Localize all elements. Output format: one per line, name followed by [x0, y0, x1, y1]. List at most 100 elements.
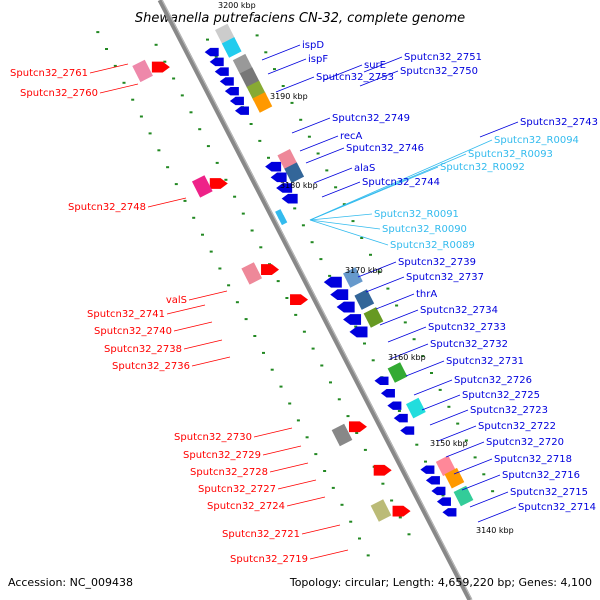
forward-gene-label: Sputcn32_2721 [222, 529, 300, 540]
gc-dot [311, 347, 315, 350]
reverse-gene-label: recA [340, 131, 363, 142]
rna-label-leader [309, 219, 389, 246]
rna-gene-label: Sputcn32_R0091 [374, 209, 459, 220]
genome-backbone [157, 0, 473, 600]
gc-dot [96, 31, 100, 34]
gc-dot [294, 313, 298, 316]
kbp-tick-label: 3150 kbp [430, 439, 468, 448]
gc-dot [354, 325, 358, 328]
forward-label-leader [173, 321, 213, 332]
rna-gene-label: Sputcn32_R0094 [494, 135, 579, 146]
gc-dot [131, 98, 135, 101]
gc-dot [441, 494, 445, 497]
forward-label-leader [99, 83, 139, 94]
gc-dot [340, 503, 344, 506]
gc-dot [363, 342, 366, 345]
reverse-label-leader [405, 360, 445, 377]
rna-gene-block [278, 215, 288, 226]
reverse-gene-label: Sputcn32_2749 [332, 113, 410, 124]
forward-gene-label: Sputcn32_2761 [10, 68, 88, 79]
reverse-label-leader [389, 343, 429, 360]
reverse-gene-arrow [229, 96, 244, 106]
forward-gene-label: Sputcn32_2760 [20, 88, 98, 99]
gc-dot [346, 415, 350, 418]
forward-label-leader [166, 304, 206, 315]
gc-dot [371, 359, 375, 362]
reverse-label-leader [375, 293, 415, 310]
rna-label-leader [309, 219, 381, 230]
reverse-gene-label: Sputcn32_2743 [520, 117, 598, 128]
gc-dot [299, 118, 303, 121]
reverse-gene-label: Sputcn32_2737 [406, 272, 484, 283]
reverse-gene-arrow [442, 508, 457, 517]
cog-gene-block [284, 162, 305, 184]
forward-gene-label: Sputcn32_2748 [68, 202, 146, 213]
gc-dot [337, 398, 341, 401]
gc-dot [183, 199, 187, 202]
reverse-gene-arrow [336, 301, 355, 313]
gc-dot [250, 229, 254, 232]
map-title: Shewanella putrefaciens CN-32, complete … [135, 11, 465, 26]
gc-dot [288, 402, 292, 405]
genome-stats-label: Topology: circular; Length: 4,659,220 bp… [289, 576, 592, 589]
gc-dot [320, 364, 324, 367]
forward-label-leader [191, 356, 231, 367]
reverse-gene-label: Sputcn32_2746 [346, 143, 424, 154]
reverse-label-leader [321, 181, 361, 198]
gc-dot [301, 224, 305, 227]
reverse-label-leader [363, 56, 403, 73]
forward-label-leader [309, 549, 349, 560]
reverse-gene-label: Sputcn32_2733 [428, 322, 506, 333]
gc-dot [473, 456, 477, 459]
reverse-label-leader [445, 441, 485, 458]
reverse-gene-label: Sputcn32_2751 [404, 52, 482, 63]
reverse-gene-label: Sputcn32_2725 [462, 390, 540, 401]
gc-dot [438, 388, 442, 391]
forward-label-leader [286, 496, 326, 507]
reverse-label-leader [357, 261, 397, 278]
reverse-gene-arrow [349, 326, 368, 338]
forward-gene-label: Sputcn32_2727 [198, 484, 276, 495]
gene-features [132, 23, 474, 522]
reverse-label-leader [291, 117, 331, 134]
kbp-tick-label: 3140 kbp [476, 526, 514, 535]
forward-gene-block [191, 175, 213, 198]
gc-dot [323, 470, 327, 472]
gc-dot [390, 499, 394, 502]
accession-label: Accession: NC_009438 [8, 576, 133, 589]
reverse-label-leader [275, 76, 315, 93]
rna-label-leader [309, 139, 493, 221]
gc-dot [342, 203, 346, 206]
reverse-gene-label: thrA [416, 289, 437, 300]
forward-gene-arrow [373, 464, 392, 476]
gc-dot [464, 439, 468, 442]
reverse-gene-label: Sputcn32_2732 [430, 339, 508, 350]
gc-dot [302, 330, 306, 333]
kbp-tick-label: 3180 kbp [280, 181, 318, 190]
gc-dot [305, 436, 309, 439]
gc-dot [482, 473, 486, 476]
reverse-gene-arrow [204, 47, 219, 57]
reverse-gene-arrow [387, 401, 402, 410]
forward-gene-label: valS [166, 295, 187, 306]
gc-dot [154, 43, 158, 46]
rna-gene-label: Sputcn32_R0093 [468, 149, 553, 160]
gc-dot [157, 149, 161, 152]
reverse-label-leader [323, 64, 363, 81]
reverse-gene-label: Sputcn32_2739 [398, 257, 476, 268]
gc-dot [255, 34, 259, 37]
gc-dot [270, 368, 274, 371]
gc-dot [329, 381, 332, 384]
gc-dot [363, 448, 367, 451]
forward-gene-label: Sputcn32_2729 [183, 450, 261, 461]
reverse-label-leader [261, 44, 301, 61]
forward-gene-label: Sputcn32_2738 [104, 344, 182, 355]
forward-label-leader [253, 427, 293, 438]
cog-gene-block [363, 307, 384, 328]
gc-dot [122, 81, 126, 84]
gc-dot [264, 51, 268, 54]
kbp-tick-label: 3170 kbp [345, 266, 383, 275]
